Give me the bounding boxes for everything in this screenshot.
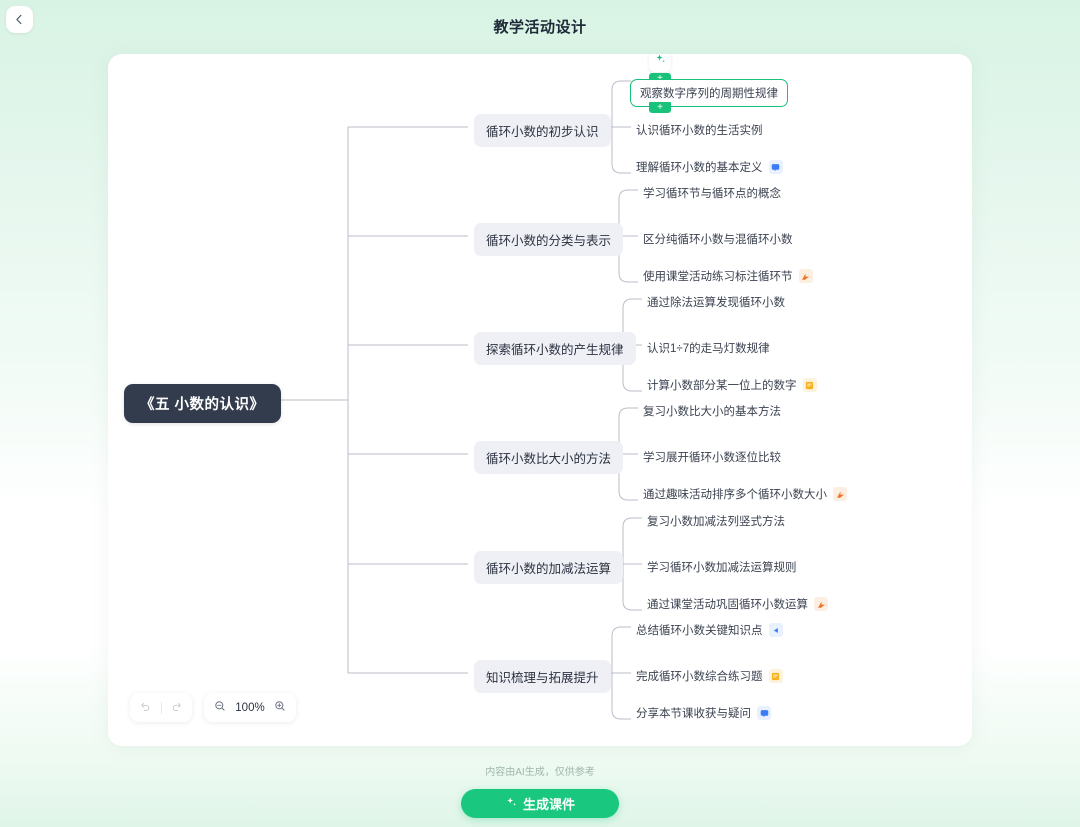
app-header: 教学活动设计 [0,0,1080,52]
leaf-node-3-3[interactable]: 计算小数部分某一位上的数字 [646,374,818,396]
redo-icon [171,699,183,717]
leaf-label: 区分纯循环小数与混循环小数 [643,234,793,246]
add-sibling-below-button[interactable]: + [649,102,671,113]
chevron-left-icon [14,14,25,25]
leaf-node-2-1[interactable]: 学习循环节与循环点的概念 [642,182,782,204]
leaf-label: 通过课堂活动巩固循环小数运算 [647,599,808,611]
comment-icon [768,160,783,174]
leaf-label: 学习展开循环小数逐位比较 [643,452,781,464]
activity-icon [833,487,847,501]
leaf-node-3-1[interactable]: 通过除法运算发现循环小数 [646,291,786,313]
zoom-in-button[interactable] [269,697,291,719]
leaf-label: 复习小数加减法列竖式方法 [647,516,785,528]
branch-label: 循环小数的加减法运算 [486,562,612,576]
branch-node-1[interactable]: 循环小数的初步认识 [474,114,611,147]
leaf-label: 通过趣味活动排序多个循环小数大小 [643,489,827,501]
plus-below-label: + [657,101,663,113]
leaf-node-6-3[interactable]: 分享本节课收获与疑问 [635,702,772,724]
activity-icon [814,597,828,611]
zoom-in-icon [274,699,286,717]
leaf-label: 分享本节课收获与疑问 [636,708,751,720]
history-toolbar [130,693,192,722]
toolbar-divider [160,701,162,714]
ai-sparkle-icon [654,54,667,71]
mindmap-root-node[interactable]: 《五 小数的认识》 [124,384,281,423]
leaf-node-1-1[interactable]: 观察数字序列的周期性规律 [630,79,788,107]
leaf-node-4-3[interactable]: 通过趣味活动排序多个循环小数大小 [642,483,848,505]
ai-generate-button[interactable] [649,54,671,72]
branch-node-4[interactable]: 循环小数比大小的方法 [474,441,624,474]
zoom-toolbar: 100% [204,693,296,722]
branch-label: 循环小数比大小的方法 [486,452,612,466]
leaf-label: 认识1÷7的走马灯数规律 [647,343,770,355]
branch-label: 循环小数的分类与表示 [486,234,612,248]
leaf-node-4-2[interactable]: 学习展开循环小数逐位比较 [642,446,782,468]
leaf-label: 复习小数比大小的基本方法 [643,406,781,418]
branch-label: 循环小数的初步认识 [486,125,599,139]
sparkle-icon [505,796,518,812]
branch-label: 探索循环小数的产生规律 [486,343,624,357]
leaf-node-2-3[interactable]: 使用课堂活动练习标注循环节 [642,265,814,287]
leaf-label: 使用课堂活动练习标注循环节 [643,271,793,283]
branch-node-5[interactable]: 循环小数的加减法运算 [474,551,624,584]
leaf-label: 完成循环小数综合练习题 [636,671,763,683]
comment-icon [757,706,771,720]
undo-icon [139,699,151,717]
leaf-node-1-2[interactable]: 认识循环小数的生活实例 [635,119,764,141]
leaf-node-6-2[interactable]: 完成循环小数综合练习题 [635,665,784,687]
mindmap-canvas[interactable]: 《五 小数的认识》 循环小数的初步认识 + 观察数字序列的周期性规律 + 认识循… [108,54,972,746]
leaf-node-3-2[interactable]: 认识1÷7的走马灯数规律 [646,337,771,359]
leaf-label: 学习循环小数加减法运算规则 [647,562,797,574]
branch-node-2[interactable]: 循环小数的分类与表示 [474,223,624,256]
leaf-node-2-2[interactable]: 区分纯循环小数与混循环小数 [642,228,794,250]
leaf-label: 通过除法运算发现循环小数 [647,297,785,309]
link-icon [768,623,783,637]
note-icon [768,669,783,683]
activity-icon [798,269,813,283]
back-button[interactable] [6,6,33,33]
leaf-node-5-3[interactable]: 通过课堂活动巩固循环小数运算 [646,593,829,615]
branch-node-6[interactable]: 知识梳理与拓展提升 [474,660,611,693]
branch-node-3[interactable]: 探索循环小数的产生规律 [474,332,636,365]
leaf-label: 学习循环节与循环点的概念 [643,188,781,200]
leaf-label: 计算小数部分某一位上的数字 [647,380,797,392]
leaf-node-6-1[interactable]: 总结循环小数关键知识点 [635,619,784,641]
leaf-node-4-1[interactable]: 复习小数比大小的基本方法 [642,400,782,422]
leaf-label: 认识循环小数的生活实例 [636,125,763,137]
branch-label: 知识梳理与拓展提升 [486,671,599,685]
mindmap-layer: 《五 小数的认识》 循环小数的初步认识 + 观察数字序列的周期性规律 + 认识循… [108,54,972,746]
generate-courseware-label: 生成课件 [522,797,575,812]
leaf-label: 观察数字序列的周期性规律 [640,88,778,100]
page-title: 教学活动设计 [493,19,587,36]
generate-courseware-button[interactable]: 生成课件 [461,789,619,818]
zoom-level-label[interactable]: 100% [235,701,265,714]
root-label: 《五 小数的认识》 [140,397,265,413]
leaf-node-1-3[interactable]: 理解循环小数的基本定义 [635,156,784,178]
zoom-out-button[interactable] [209,697,231,719]
zoom-out-icon [214,699,226,717]
ai-disclaimer: 内容由AI生成，仅供参考 [485,767,595,778]
add-sibling-above-button[interactable]: + [649,73,671,84]
leaf-node-5-2[interactable]: 学习循环小数加减法运算规则 [646,556,798,578]
leaf-label: 总结循环小数关键知识点 [636,625,763,637]
redo-button[interactable] [166,697,188,719]
leaf-node-5-1[interactable]: 复习小数加减法列竖式方法 [646,510,786,532]
note-icon [802,378,817,392]
plus-above-label: + [657,72,663,84]
undo-button[interactable] [134,697,156,719]
leaf-label: 理解循环小数的基本定义 [636,162,763,174]
